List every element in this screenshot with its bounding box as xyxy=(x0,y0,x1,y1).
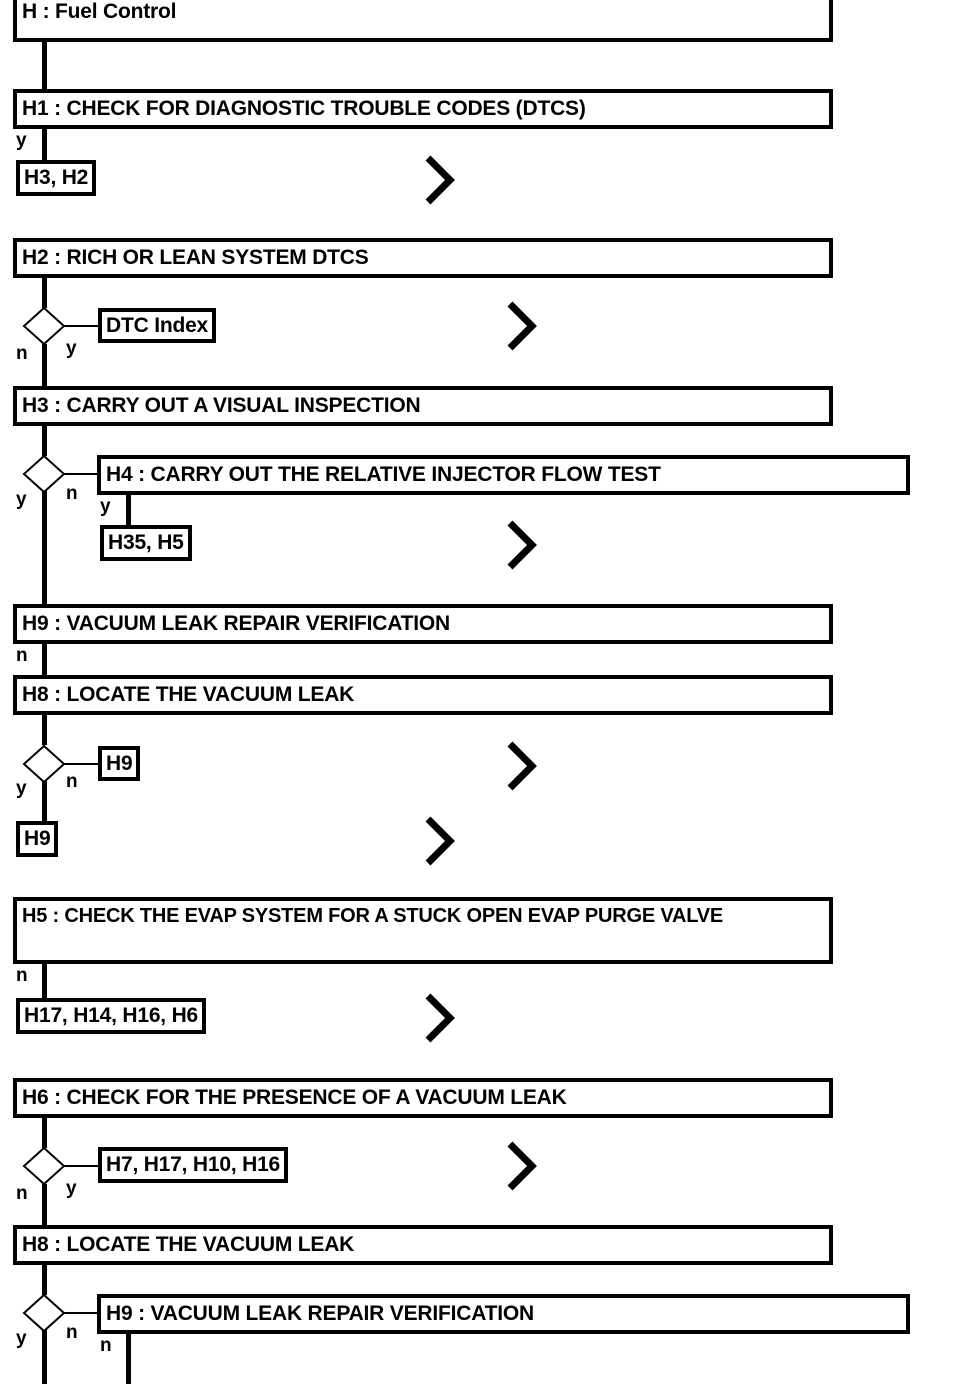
connector-decision4-to-H8b xyxy=(42,1184,47,1226)
connector-H8b-to-decision5 xyxy=(42,1265,47,1295)
chevron-icon-7 xyxy=(506,1140,540,1192)
decision-diamond-1[interactable] xyxy=(22,306,66,346)
branch-label-y-4: y xyxy=(100,496,111,517)
connector-decision1-to-H3 xyxy=(42,344,47,387)
step-box-H3[interactable]: H3 : CARRY OUT A VISUAL INSPECTION xyxy=(13,386,833,426)
branch-label-n-5: n xyxy=(16,965,28,986)
step-box-H5[interactable]: H5 : CHECK THE EVAP SYSTEM FOR A STUCK O… xyxy=(13,897,833,964)
branch-label-n-2: n xyxy=(66,483,78,504)
step-box-H[interactable]: H : Fuel Control xyxy=(13,0,833,42)
branch-label-n-4: n xyxy=(66,771,78,792)
reference-box-dtc-index[interactable]: DTC Index xyxy=(98,308,217,343)
chevron-icon-4 xyxy=(506,740,540,792)
branch-label-y-7: y xyxy=(16,1328,27,1349)
chevron-icon-6 xyxy=(424,992,458,1044)
connector-H5-to-ref6 xyxy=(42,964,47,998)
chevron-icon-1 xyxy=(424,154,458,206)
reference-box-H3-H2[interactable]: H3, H2 xyxy=(16,160,97,196)
decision-diamond-4[interactable] xyxy=(22,1146,66,1186)
reference-box-H7-H17-H10-H16[interactable]: H7, H17, H10, H16 xyxy=(98,1147,289,1183)
branch-label-n-3: n xyxy=(16,645,28,666)
decision-diamond-2[interactable] xyxy=(22,454,66,494)
connector-H1-to-ref1 xyxy=(42,129,47,162)
reference-box-H17-H14-H16-H6[interactable]: H17, H14, H16, H6 xyxy=(16,998,207,1034)
branch-label-y-2: y xyxy=(66,338,77,359)
step-box-H1[interactable]: H1 : CHECK FOR DIAGNOSTIC TROUBLE CODES … xyxy=(13,89,833,129)
reference-box-H35-H5[interactable]: H35, H5 xyxy=(100,525,192,561)
connector-H2-to-decision1 xyxy=(42,278,47,308)
connector-H8a-to-decision3 xyxy=(42,715,47,745)
branch-label-y-6: y xyxy=(66,1178,77,1199)
connector-H6-to-decision4 xyxy=(42,1118,47,1148)
connector-H3-to-decision2 xyxy=(42,426,47,456)
decision-diamond-3[interactable] xyxy=(22,744,66,784)
decision-diamond-5[interactable] xyxy=(22,1293,66,1333)
connector-H-to-H1 xyxy=(42,42,47,91)
step-box-H9-second[interactable]: H9 : VACUUM LEAK REPAIR VERIFICATION xyxy=(97,1294,910,1334)
reference-box-H9-a[interactable]: H9 xyxy=(98,746,141,781)
branch-label-n-1: n xyxy=(16,343,28,364)
step-box-H9-first[interactable]: H9 : VACUUM LEAK REPAIR VERIFICATION xyxy=(13,604,833,644)
connector-H9a-to-H8a xyxy=(42,644,47,676)
connector-decision4-to-ref7 xyxy=(63,1165,100,1167)
chevron-icon-5 xyxy=(424,815,458,867)
branch-label-n-8: n xyxy=(100,1335,112,1356)
step-box-H2[interactable]: H2 : RICH OR LEAN SYSTEM DTCS xyxy=(13,238,833,278)
connector-decision5-yes-down xyxy=(42,1329,47,1384)
connector-decision3-to-ref4 xyxy=(63,763,100,765)
connector-H9b-down xyxy=(126,1334,131,1384)
connector-decision2-to-H4 xyxy=(63,473,100,475)
step-box-H4[interactable]: H4 : CARRY OUT THE RELATIVE INJECTOR FLO… xyxy=(97,455,910,495)
chevron-icon-3 xyxy=(506,519,540,571)
connector-decision3-to-ref5 xyxy=(42,779,47,823)
chevron-icon-2 xyxy=(506,300,540,352)
connector-decision5-to-H9b xyxy=(63,1312,100,1314)
branch-label-n-6: n xyxy=(16,1183,28,1204)
branch-label-y-1: y xyxy=(16,130,27,151)
branch-label-y-5: y xyxy=(16,778,27,799)
connector-decision2-to-H9a xyxy=(42,490,47,604)
connector-H4-to-ref3 xyxy=(126,495,131,527)
branch-label-n-7: n xyxy=(66,1322,78,1343)
step-box-H8-first[interactable]: H8 : LOCATE THE VACUUM LEAK xyxy=(13,675,833,715)
branch-label-y-3: y xyxy=(16,489,27,510)
step-box-H8-second[interactable]: H8 : LOCATE THE VACUUM LEAK xyxy=(13,1225,833,1265)
reference-box-H9-b[interactable]: H9 xyxy=(16,821,59,857)
connector-decision1-to-ref2 xyxy=(63,325,100,327)
step-box-H6[interactable]: H6 : CHECK FOR THE PRESENCE OF A VACUUM … xyxy=(13,1078,833,1118)
